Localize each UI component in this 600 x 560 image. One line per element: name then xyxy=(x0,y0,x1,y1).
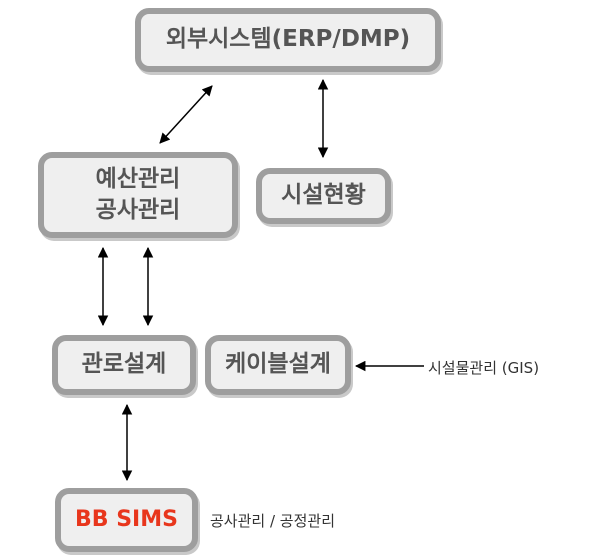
conduit-design-label: 관로설계 xyxy=(81,351,167,378)
budget-management-label: 예산관리 xyxy=(95,165,181,192)
budget-construction-labels: 예산관리 공사관리 xyxy=(96,164,181,226)
construction-management-label: 공사관리 xyxy=(95,197,181,223)
cable-design-box: 케이블설계 xyxy=(205,335,351,395)
conduit-design-box: 관로설계 xyxy=(52,335,196,395)
bb-sims-box: BB SIMS xyxy=(55,488,198,552)
gis-note: 시설물관리 (GIS) xyxy=(428,359,540,377)
management-note: 공사관리 / 공정관리 xyxy=(210,512,335,530)
cable-design-label: 케이블설계 xyxy=(225,351,331,378)
external-system-label: 외부시스템(ERP/DMP) xyxy=(165,26,411,53)
budget-construction-box: 예산관리 공사관리 xyxy=(38,152,238,238)
facility-status-label: 시설현황 xyxy=(281,182,366,209)
external-system-box: 외부시스템(ERP/DMP) xyxy=(135,8,441,72)
bb-sims-label: BB SIMS xyxy=(75,507,178,533)
facility-status-box: 시설현황 xyxy=(256,168,391,224)
arrow-external-budget xyxy=(159,85,213,144)
